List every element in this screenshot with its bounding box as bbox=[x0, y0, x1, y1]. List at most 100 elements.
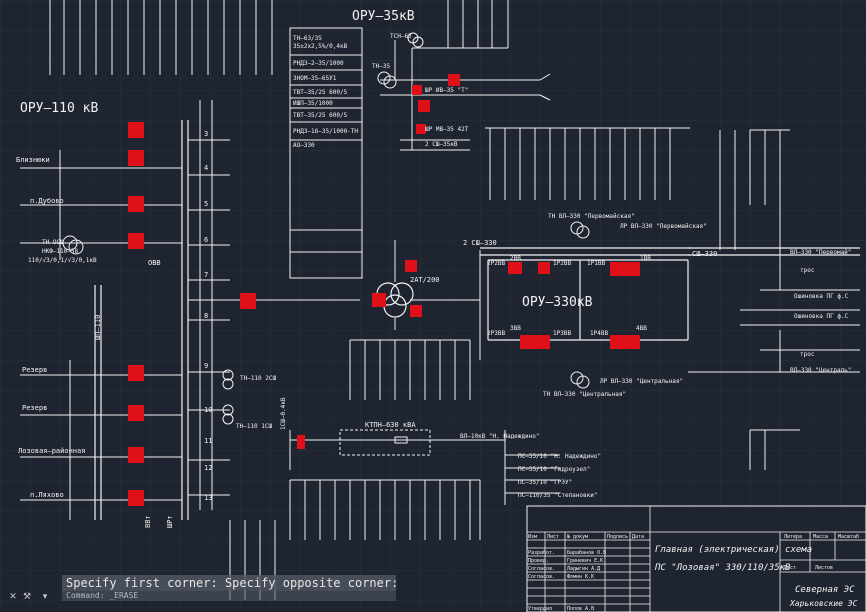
cell-number-3: 3 bbox=[204, 130, 208, 138]
feeder-label-reserve-1: Резерв bbox=[22, 366, 47, 374]
vt-label-nkf: НКФ–110–58 bbox=[42, 248, 79, 255]
line-label-pervomai: ВЛ–330 "Первомай" bbox=[790, 249, 851, 256]
equip35-4: ТВТ–35/25 600/5 bbox=[293, 89, 348, 96]
breaker-label-1r3vv: 1Р3ВВ bbox=[553, 330, 571, 337]
at-equipment-table bbox=[349, 339, 471, 400]
breaker-label-1vv: 1ВВ bbox=[640, 255, 651, 262]
line-label-oshinovka-2: Ошиновка ПГ ф.С bbox=[794, 313, 849, 320]
cell-number-6: 6 bbox=[204, 236, 208, 244]
tb-sheet-label: Лист bbox=[784, 565, 796, 571]
tb-stage-label: Литера bbox=[784, 534, 802, 540]
tb-row1-name: Гриневич Е.К bbox=[567, 558, 603, 564]
tb-header-izm: Изм bbox=[528, 534, 537, 540]
tb-row3-role: Согласов. bbox=[528, 574, 555, 580]
vt-label-osh: ТН ОСШ bbox=[42, 239, 64, 246]
equip35-6: ТВТ–35/25 600/5 bbox=[293, 112, 348, 119]
breaker-label-3vv: 3ВВ bbox=[510, 325, 521, 332]
command-line-history: Command: _ERASE bbox=[62, 591, 396, 601]
feeder-label-bliznyuki: Близнюки bbox=[16, 156, 50, 164]
wrench-icon[interactable]: ⚒ bbox=[22, 592, 32, 602]
vl10-label-4: ПС–110/35 "Степановки" bbox=[518, 492, 597, 499]
tb-row1-role: Провер. bbox=[528, 558, 549, 564]
misc-label-lr-pervomai: ЛР ВЛ–330 "Первомайская" bbox=[620, 223, 707, 230]
label-tsn63: ТСН–63 bbox=[390, 33, 412, 40]
line-label-tros-1: трос bbox=[800, 267, 815, 274]
oru110-feeder-rows bbox=[20, 139, 230, 520]
oru110-top-lines bbox=[49, 0, 273, 510]
breaker-label-1r2vv: 1Р2ВВ bbox=[553, 260, 571, 267]
equip35-3: ЗНОМ–35–65У1 bbox=[293, 75, 337, 82]
at-link bbox=[188, 240, 481, 360]
oru35-frame bbox=[289, 27, 363, 279]
label-tn35: ТН–35 bbox=[372, 63, 390, 70]
equip35-2: РНДЗ–2–35/1000 bbox=[293, 60, 344, 67]
tb-org: Северная ЭС bbox=[795, 585, 855, 595]
breaker-label-1r1vv: 1Р1ВВ bbox=[587, 260, 605, 267]
equip35-8: АО–330 bbox=[293, 142, 315, 149]
tb-mass-label: Масса bbox=[813, 534, 828, 540]
voltage-transformers bbox=[62, 32, 590, 425]
tb-row4-name: Попов А.В bbox=[567, 606, 594, 612]
cell-number-4: 4 bbox=[204, 164, 208, 172]
cell-number-7: 7 bbox=[204, 271, 208, 279]
tb-drawing-subtitle: ПС "Лозовая" 330/110/35кВ bbox=[654, 563, 791, 573]
label-2at: 2АТ/200 bbox=[410, 276, 440, 284]
misc-label-1sh04: 1СШ–0.4кВ bbox=[280, 397, 287, 430]
cell-number-13: 13 bbox=[204, 494, 212, 502]
bus-label-sh330-right: СШ–330 bbox=[692, 250, 717, 258]
misc-label-ovv: ОВВ bbox=[148, 259, 161, 267]
tb-sheets-label: Листов bbox=[815, 565, 833, 571]
label-2sh35: 2 СШ–35кВ bbox=[425, 141, 458, 148]
label-shr-mv35: ШР МВ–35 42Т bbox=[425, 126, 469, 133]
feeder-label-lyakhovo: п.Ляхово bbox=[30, 491, 64, 499]
bus-label-2sh330: 2 СШ–330 bbox=[463, 239, 497, 247]
tb-org-2: Харьковские ЭС bbox=[789, 599, 858, 608]
cell-number-12: 12 bbox=[204, 464, 212, 472]
chevron-down-icon[interactable]: ▾ bbox=[42, 592, 48, 602]
tb-header-doc: № докум bbox=[567, 534, 588, 540]
tb-row0-role: Разработ. bbox=[528, 549, 555, 556]
feeder-label-lozovaya-raion: Лозовая–районная bbox=[18, 447, 85, 455]
line-label-central: ВЛ–330 "Централь" bbox=[790, 367, 851, 374]
equip35-7: РНДЗ–1б–35/1000-ТН bbox=[293, 128, 358, 135]
tb-row2-name: Ладыгин А.Д bbox=[567, 566, 600, 572]
tb-header-list: Лист bbox=[547, 534, 559, 540]
tb-scale-label: Масштаб bbox=[838, 533, 859, 540]
breakers-red bbox=[128, 74, 640, 506]
bus-label-shp110: ШП–110 bbox=[94, 315, 102, 340]
oru110-title: ОРУ–110 кВ bbox=[20, 101, 98, 116]
title-block bbox=[526, 505, 866, 612]
equip35-0: ТН–63/35 bbox=[293, 35, 322, 42]
tb-header-sign: Подпись bbox=[607, 534, 628, 540]
line-label-tros-2: трос bbox=[800, 351, 815, 358]
oru330-right-lines bbox=[485, 127, 860, 470]
cell-number-5: 5 bbox=[204, 200, 208, 208]
close-icon[interactable]: ✕ bbox=[9, 592, 17, 602]
breaker-label-2r3vv: 2Р3ВВ bbox=[487, 330, 505, 337]
vt-label-ratio: 110/√3/0,1/√3/0,1кВ bbox=[28, 257, 97, 264]
command-line-prompt[interactable]: Specify first corner: Specify opposite c… bbox=[62, 575, 396, 591]
tb-drawing-title: Главная (электрическая) схема bbox=[655, 545, 812, 555]
vl10-label-2: ПС–35/10 "Гидроузел" bbox=[518, 466, 590, 473]
misc-label-vvt: ВВт bbox=[144, 515, 152, 528]
misc-label-tn-central: ТН ВЛ–330 "Центральная" bbox=[543, 391, 626, 398]
label-ktpn: КТПН–630 кВА bbox=[365, 421, 416, 429]
equip35-5: ИШП–35/1000 bbox=[293, 100, 333, 107]
vl10-label-1: ПС–35/10 "Н. Надеждино" bbox=[518, 453, 601, 460]
tb-row4-role: Утвердил bbox=[528, 606, 552, 612]
breaker-label-1r4vv: 1Р4ВВ bbox=[590, 330, 608, 337]
cell-number-9: 9 bbox=[204, 362, 208, 370]
breaker-label-2vv: 2ВВ bbox=[510, 255, 521, 262]
misc-label-shrt: ШРт bbox=[166, 515, 174, 528]
vl10-label-0: ВЛ–10кВ "Н. Надеждино" bbox=[460, 433, 539, 440]
misc-label-tn-pervomai: ТН ВЛ–330 "Первомайская" bbox=[548, 213, 635, 220]
equip35-1: 35±2х2,5%/0,4кВ bbox=[293, 43, 348, 50]
misc-label-tn110-1sh: ТН–110 1СШ bbox=[236, 423, 273, 430]
cell-number-11: 11 bbox=[204, 437, 212, 445]
tb-row0-name: Барабанов О.В bbox=[567, 549, 606, 556]
vl10-label-3: ПС–35/10 "ГРЭУ" bbox=[518, 479, 572, 486]
label-shr-iv35: ШР ИВ–35 "Т" bbox=[425, 87, 468, 94]
misc-label-lr-central: ЛР ВЛ–330 "Центральная" bbox=[600, 378, 683, 385]
